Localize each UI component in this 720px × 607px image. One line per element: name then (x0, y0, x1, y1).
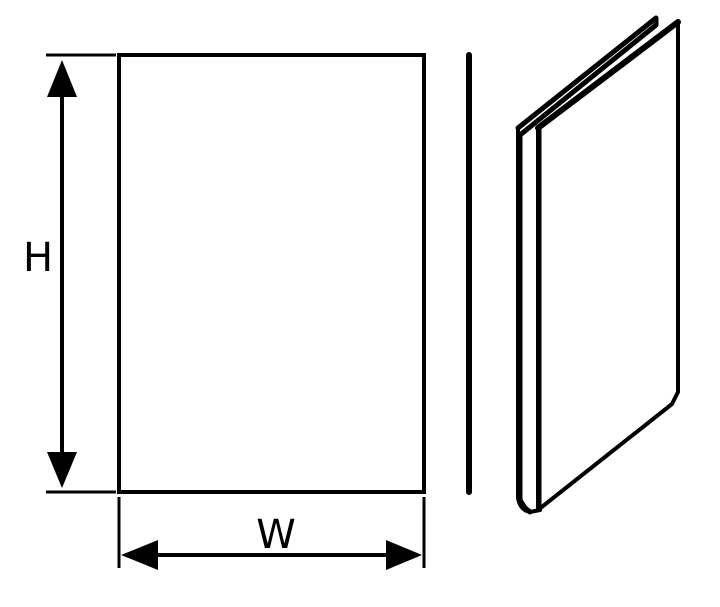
width-dimension: W (117, 497, 426, 570)
width-right-arrowhead (386, 540, 422, 570)
height-dimension: H (23, 53, 116, 494)
width-label: W (256, 512, 296, 558)
front-cover-top-edge (535, 19, 681, 131)
height-label: H (23, 235, 53, 281)
front-view-rectangle (117, 53, 426, 494)
width-left-arrowhead (121, 540, 158, 570)
spine-thickness-outline (516, 126, 542, 514)
height-top-arrowhead (47, 60, 77, 97)
front-cover-outline (117, 53, 426, 494)
height-bottom-arrowhead (47, 452, 77, 488)
perspective-view-book (515, 15, 681, 515)
